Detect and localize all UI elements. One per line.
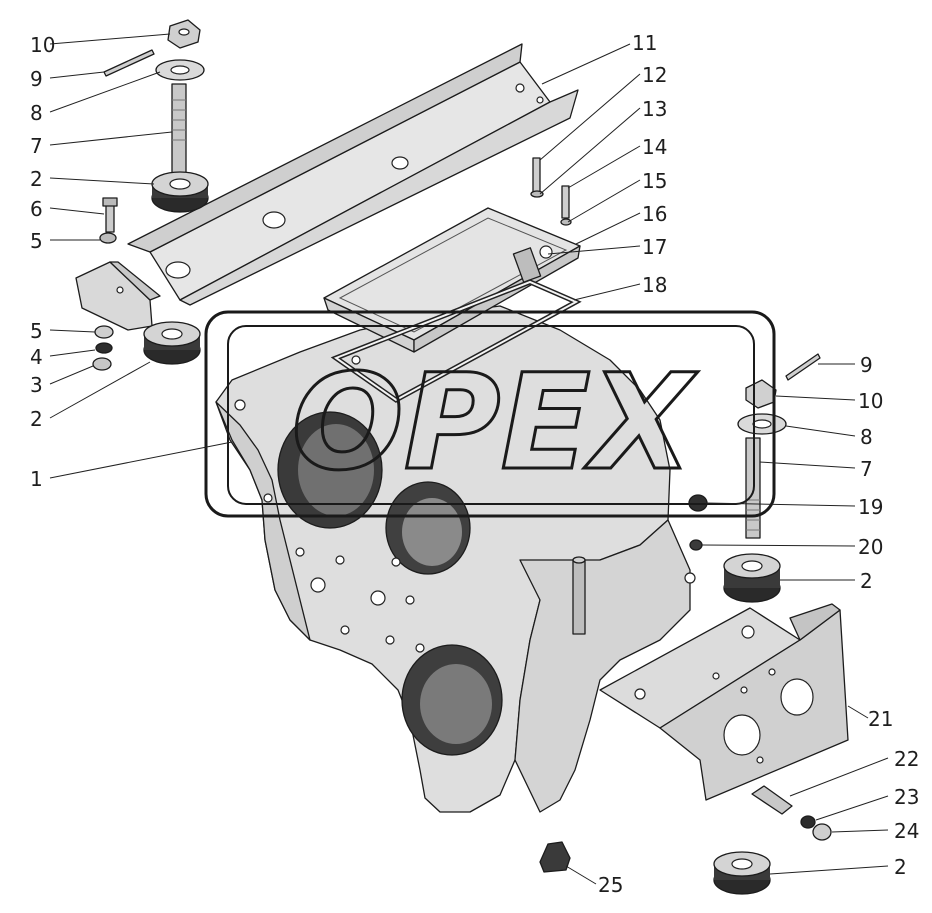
callout-25: 25 (598, 873, 623, 897)
gasket (330, 279, 582, 403)
callout-14: 14 (642, 135, 667, 159)
cover-bolts (530, 157, 572, 226)
callout-17: 17 (642, 235, 667, 259)
callout-22: 22 (894, 747, 919, 771)
callout-7: 7 (30, 134, 43, 158)
callout-2: 2 (30, 407, 43, 431)
callout-18: 18 (642, 273, 667, 297)
right-hardware (688, 353, 821, 603)
long-bracket (127, 43, 579, 306)
callout-10: 10 (858, 389, 883, 413)
callout-6: 6 (30, 197, 43, 221)
callout-1: 1 (30, 467, 43, 491)
callout-11: 11 (632, 31, 657, 55)
callout-20: 20 (858, 535, 883, 559)
callout-9: 9 (30, 67, 43, 91)
callout-16: 16 (642, 202, 667, 226)
callout-2: 2 (860, 569, 873, 593)
callout-2: 2 (30, 167, 43, 191)
watermark: ОРЕХ (204, 310, 776, 518)
callout-5: 5 (30, 229, 43, 253)
callout-13: 13 (642, 97, 667, 121)
callout-7: 7 (860, 457, 873, 481)
callout-23: 23 (894, 785, 919, 809)
callout-10: 10 (30, 33, 55, 57)
callout-4: 4 (30, 345, 43, 369)
callout-24: 24 (894, 819, 919, 843)
bottom-hardware (539, 785, 832, 895)
callout-9: 9 (860, 353, 873, 377)
callout-19: 19 (858, 495, 883, 519)
callout-3: 3 (30, 373, 43, 397)
short-bracket (75, 261, 161, 331)
callout-21: 21 (868, 707, 893, 731)
callout-5: 5 (30, 319, 43, 343)
callout-15: 15 (642, 169, 667, 193)
callout-12: 12 (642, 63, 667, 87)
callout-8: 8 (860, 425, 873, 449)
callout-labels: 10 9 8 7 2 6 5 5 4 3 2 1 11 12 13 14 15 … (30, 31, 919, 897)
left-hardware (92, 19, 209, 371)
leader-lines (49, 33, 889, 885)
callout-8: 8 (30, 101, 43, 125)
callout-2: 2 (894, 855, 907, 879)
watermark-text: ОРЕХ (292, 346, 699, 500)
mount-bracket (599, 603, 849, 801)
